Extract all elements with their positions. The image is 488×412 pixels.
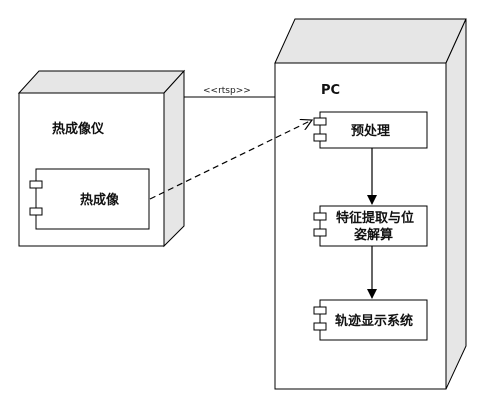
rtsp-link-label: <<rtsp>> <box>203 86 251 96</box>
trajectory-display-component: 轨迹显示系统 <box>313 299 428 341</box>
pc-node-top-face <box>274 18 467 64</box>
component-port-icon <box>313 306 327 315</box>
camera-node-title: 热成像仪 <box>52 121 105 137</box>
component-port-icon <box>29 180 43 189</box>
component-port-icon <box>313 133 327 142</box>
component-port-icon <box>313 117 327 126</box>
component-port-icon <box>29 207 43 216</box>
pc-node-side-face <box>445 18 467 390</box>
preprocess-label: 预处理 <box>351 123 390 139</box>
trajectory-display-label: 轨迹显示系统 <box>335 313 413 329</box>
component-box <box>319 205 428 247</box>
camera-node-top-face <box>17 70 186 94</box>
component-port-icon <box>313 212 327 221</box>
component-port-icon <box>313 322 327 331</box>
component-box <box>35 168 150 230</box>
pc-node-title: PC <box>321 83 340 98</box>
preprocess-component: 预处理 <box>313 111 428 149</box>
camera-node-side-face <box>163 69 185 248</box>
feature-extraction-label-line2: 姿解算 <box>354 227 393 243</box>
feature-extraction-component: 特征提取与位 姿解算 <box>313 205 428 247</box>
feature-extraction-label-line1: 特征提取与位 <box>336 210 414 226</box>
thermal-imaging-component: 热成像 <box>29 168 150 230</box>
thermal-imaging-label: 热成像 <box>80 192 120 208</box>
component-box <box>319 299 428 341</box>
dependency-arrow <box>149 120 312 200</box>
component-box <box>319 111 428 149</box>
component-port-icon <box>313 228 327 237</box>
